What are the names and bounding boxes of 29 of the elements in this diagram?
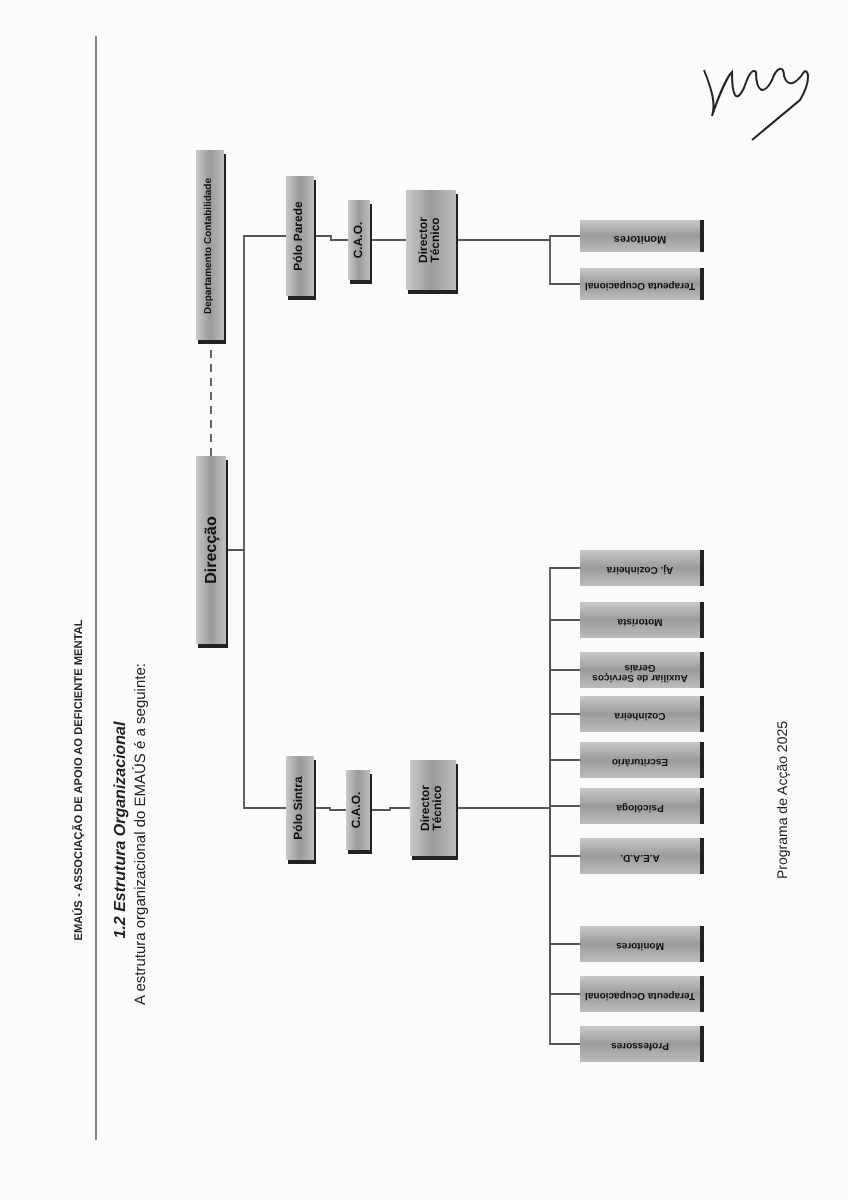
org-chart-box bbox=[580, 742, 700, 778]
org-chart-box bbox=[410, 760, 456, 856]
connector-line bbox=[369, 239, 407, 241]
org-chart-box bbox=[580, 788, 700, 824]
org-chart-box bbox=[196, 456, 226, 644]
org-chart-box bbox=[580, 550, 700, 586]
org-chart-box bbox=[580, 602, 700, 638]
org-chart-box bbox=[286, 176, 314, 296]
org-chart-box bbox=[196, 150, 224, 340]
section-heading: 1.2 Estrutura Organizacional bbox=[111, 721, 129, 939]
org-chart-box bbox=[580, 652, 700, 688]
org-chart-box bbox=[348, 200, 370, 280]
org-chart-box bbox=[580, 976, 700, 1012]
org-chart-box bbox=[286, 756, 314, 860]
org-chart-box bbox=[580, 838, 700, 874]
org-chart-box bbox=[406, 190, 456, 290]
connector-line bbox=[313, 235, 349, 241]
org-chart-box bbox=[346, 770, 370, 850]
connector-line bbox=[455, 239, 581, 285]
org-chart-box bbox=[580, 926, 700, 962]
org-chart-box bbox=[580, 696, 700, 732]
org-chart-box bbox=[580, 1026, 700, 1062]
connector-line bbox=[455, 807, 581, 1045]
box-label: Direcção bbox=[202, 514, 220, 588]
connector-line bbox=[313, 807, 347, 811]
org-chart-box bbox=[580, 268, 700, 300]
connector-line bbox=[225, 549, 287, 809]
connector-line bbox=[369, 807, 411, 811]
org-chart-box bbox=[580, 220, 700, 252]
